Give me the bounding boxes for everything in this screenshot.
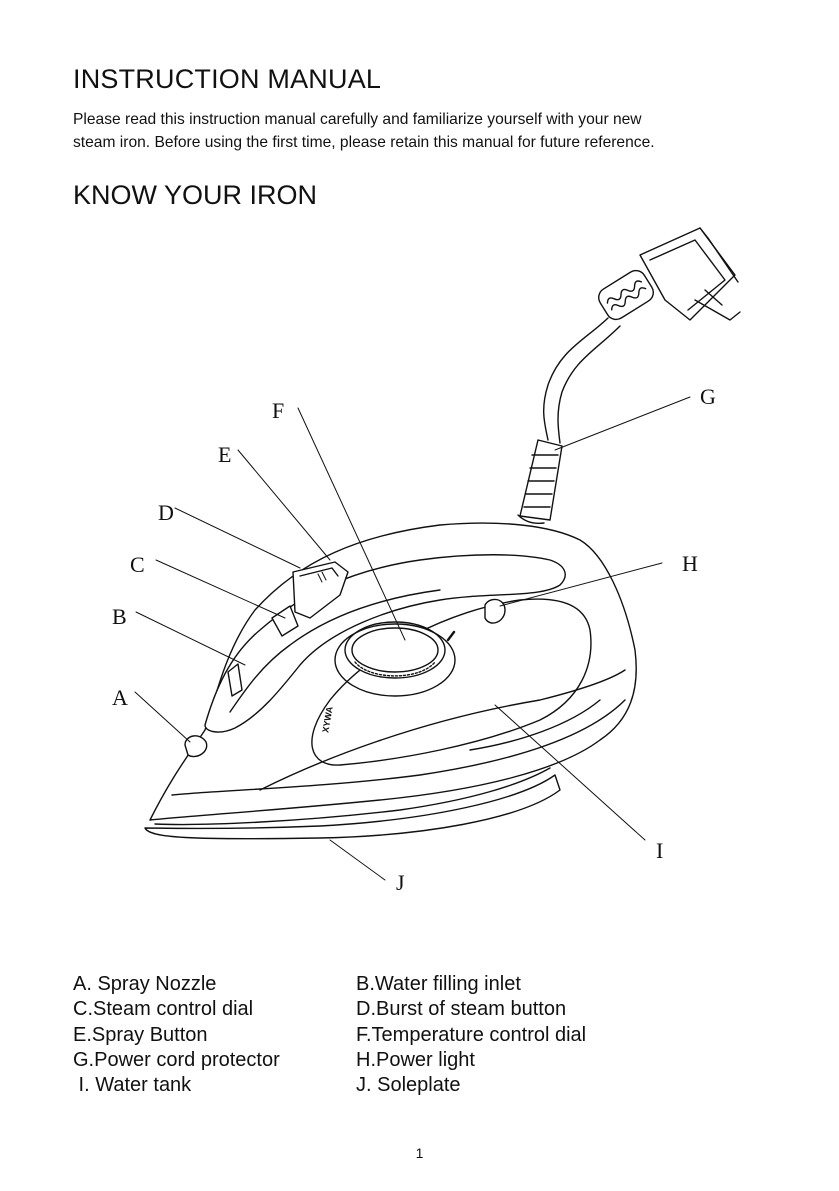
legend-item: F.Temperature control dial	[356, 1023, 587, 1046]
brand-mark: XYWA	[320, 705, 335, 733]
water-tank	[311, 598, 592, 766]
callout-B: B	[112, 604, 127, 629]
callout-H: H	[682, 551, 698, 576]
callout-I: I	[656, 838, 663, 863]
callout-A: A	[112, 685, 128, 710]
cord-protector	[517, 439, 563, 525]
power-light	[484, 598, 506, 624]
power-cord	[542, 317, 609, 441]
legend-item: J. Soleplate	[356, 1074, 461, 1097]
intro-line-2: steam iron. Before using the first time,…	[73, 134, 655, 151]
page-number: 1	[415, 1145, 424, 1161]
legend-row: E.Spray Button F.Temperature control dia…	[73, 1023, 693, 1048]
legend-item: H.Power light	[356, 1048, 475, 1071]
temperature-dial	[344, 621, 456, 679]
parts-legend: A. Spray Nozzle B.Water filling inlet C.…	[73, 972, 693, 1098]
legend-item: G.Power cord protector	[73, 1048, 280, 1071]
legend-item: B.Water filling inlet	[356, 973, 521, 995]
steam-buttons	[292, 561, 349, 619]
callout-J: J	[396, 870, 405, 895]
water-filling-inlet	[227, 663, 243, 697]
power-plug	[598, 227, 741, 321]
callout-F: F	[272, 398, 284, 423]
callout-D: D	[158, 500, 174, 525]
section-title: KNOW YOUR IRON	[73, 180, 318, 210]
legend-item: E.Spray Button	[73, 1023, 208, 1046]
callout-labels: A B C D E F G H I J	[112, 384, 716, 895]
callout-E: E	[218, 442, 231, 467]
legend-row: G.Power cord protector H.Power light	[73, 1048, 693, 1073]
legend-row: C.Steam control dial D.Burst of steam bu…	[73, 997, 693, 1022]
legend-row: I. Water tank J. Soleplate	[73, 1073, 693, 1098]
iron-diagram: XYWA A B C D E F G H I J	[112, 227, 741, 895]
callout-C: C	[130, 552, 145, 577]
legend-item: C.Steam control dial	[73, 998, 254, 1021]
steam-control-dial	[271, 605, 299, 637]
spray-nozzle	[184, 735, 208, 758]
legend-row: A. Spray Nozzle B.Water filling inlet	[73, 972, 693, 997]
legend-item: I. Water tank	[73, 1074, 192, 1097]
page-heading: INSTRUCTION MANUAL	[73, 64, 382, 94]
callout-G: G	[700, 384, 716, 409]
intro-paragraph: Please read this instruction manual care…	[73, 108, 793, 154]
soleplate	[144, 774, 561, 840]
legend-item: A. Spray Nozzle	[73, 973, 217, 995]
legend-item: D.Burst of steam button	[356, 998, 567, 1021]
intro-line-1: Please read this instruction manual care…	[73, 111, 642, 128]
leader-lines	[134, 396, 691, 881]
